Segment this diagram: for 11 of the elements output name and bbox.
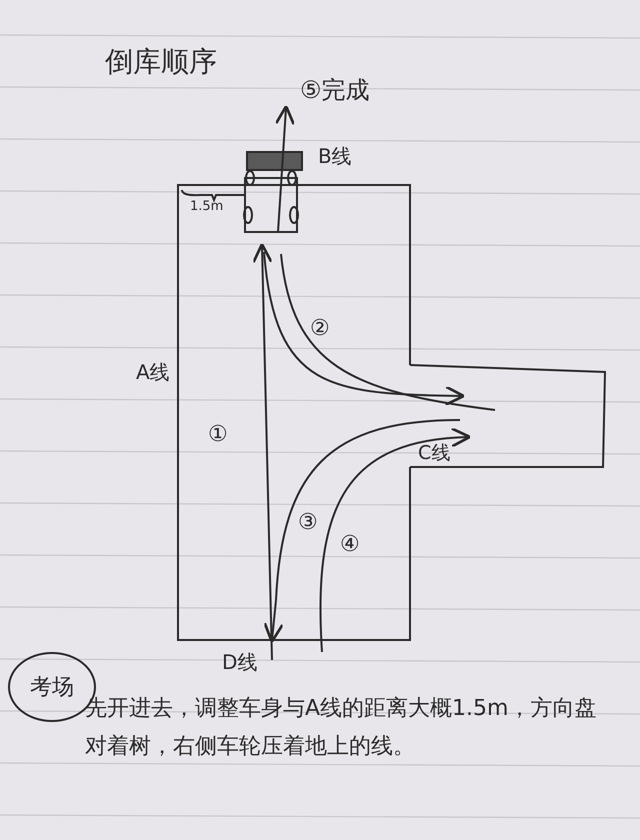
step-number: ④ [340, 534, 360, 556]
line-label: B线 [318, 146, 352, 166]
step-number: ③ [298, 512, 318, 534]
line-label: C线 [418, 444, 450, 463]
diagram-title: 倒库顺序 [105, 48, 217, 76]
step-number: ② [310, 318, 330, 340]
line-label: D线 [222, 652, 258, 672]
step-number: ① [208, 424, 228, 446]
dimension-label: 1.5m [190, 200, 224, 213]
line-label: A线 [136, 362, 170, 382]
step-label: ⑤完成 [300, 78, 370, 102]
